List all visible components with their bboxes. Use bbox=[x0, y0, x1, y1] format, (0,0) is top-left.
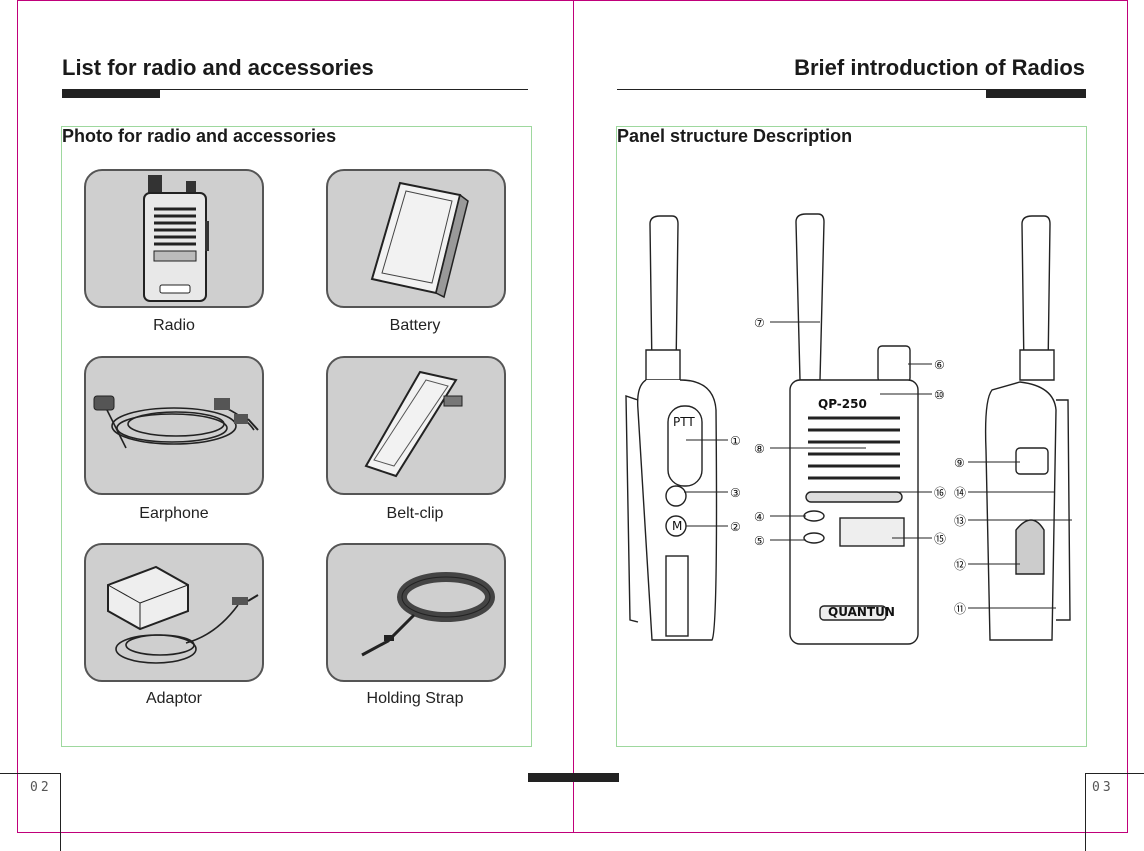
battery-photo-card bbox=[326, 169, 506, 308]
left-page-number: 02 bbox=[30, 780, 52, 795]
belt-clip-icon bbox=[364, 370, 463, 478]
callout-7: ⑦ bbox=[754, 316, 765, 330]
callout-9: ⑨ bbox=[954, 456, 965, 470]
radio-caption: Radio bbox=[153, 317, 195, 334]
callout-leaders bbox=[684, 321, 1072, 609]
earphone-icon bbox=[93, 395, 259, 449]
callout-11: ⑪ bbox=[954, 602, 966, 616]
left-title-bar bbox=[62, 89, 160, 98]
radio-photo-card bbox=[84, 169, 264, 308]
holding-strap-photo-card bbox=[326, 543, 506, 682]
right-footer-hline bbox=[1085, 773, 1144, 774]
menu-key-label: M bbox=[672, 519, 682, 533]
battery-caption: Battery bbox=[389, 317, 441, 334]
left-footer-hline bbox=[0, 773, 61, 774]
right-title-bar bbox=[986, 89, 1086, 98]
frame-left bbox=[17, 0, 18, 833]
adaptor-photo-card bbox=[84, 543, 264, 682]
callout-6: ⑥ bbox=[934, 358, 945, 372]
left-title-rule bbox=[62, 89, 528, 90]
adaptor-icon bbox=[107, 565, 259, 664]
right-page-title: Brief introduction of Radios bbox=[794, 55, 1085, 80]
adaptor-caption: Adaptor bbox=[145, 690, 203, 707]
callout-1: ① bbox=[730, 434, 741, 448]
callout-13: ⑬ bbox=[954, 514, 966, 528]
radio-front-view bbox=[789, 213, 919, 645]
left-page-subtitle: Photo for radio and accessories bbox=[62, 126, 337, 146]
callout-10: ⑩ bbox=[934, 388, 945, 402]
accessories-panel bbox=[61, 126, 532, 747]
right-title-rule bbox=[617, 89, 1086, 90]
right-footer-vline bbox=[1085, 773, 1086, 851]
callout-14: ⑭ bbox=[954, 486, 966, 500]
callout-8: ⑧ bbox=[754, 442, 765, 456]
callout-12: ⑫ bbox=[954, 558, 966, 572]
callout-3: ③ bbox=[730, 486, 741, 500]
callout-16: ⑯ bbox=[934, 486, 946, 500]
callout-15: ⑮ bbox=[934, 532, 946, 546]
radio-model-label: QP-250 bbox=[818, 397, 867, 411]
radio-left-side-view bbox=[625, 215, 718, 641]
left-footer-vline bbox=[60, 773, 61, 851]
left-page-title: List for radio and accessories bbox=[62, 55, 374, 80]
frame-right bbox=[1127, 0, 1128, 833]
holding-strap-caption: Holding Strap bbox=[366, 690, 464, 707]
earphone-caption: Earphone bbox=[139, 505, 209, 522]
panel-structure-panel bbox=[616, 126, 1087, 747]
holding-strap-icon bbox=[361, 572, 495, 657]
frame-bottom bbox=[17, 832, 1128, 833]
battery-icon bbox=[370, 181, 469, 299]
right-page-number: 03 bbox=[1092, 780, 1114, 795]
center-footer-bar bbox=[528, 773, 619, 782]
belt-clip-caption: Belt-clip bbox=[386, 505, 444, 522]
frame-center-fold bbox=[573, 0, 574, 833]
callout-2: ② bbox=[730, 520, 741, 534]
callout-4: ④ bbox=[754, 510, 765, 524]
ptt-label: PTT bbox=[673, 415, 695, 429]
callout-5: ⑤ bbox=[754, 534, 765, 548]
radio-brand-label: QUANTUN bbox=[828, 605, 895, 619]
belt-clip-photo-card bbox=[326, 356, 506, 495]
panel-structure-diagram: PTT M QP-250 QUANTUN bbox=[625, 213, 1072, 645]
frame-top bbox=[17, 0, 1128, 1]
radio-icon bbox=[143, 175, 209, 302]
earphone-photo-card bbox=[84, 356, 264, 495]
radio-right-side-view bbox=[984, 215, 1071, 641]
right-page-subtitle: Panel structure Description bbox=[617, 126, 853, 146]
